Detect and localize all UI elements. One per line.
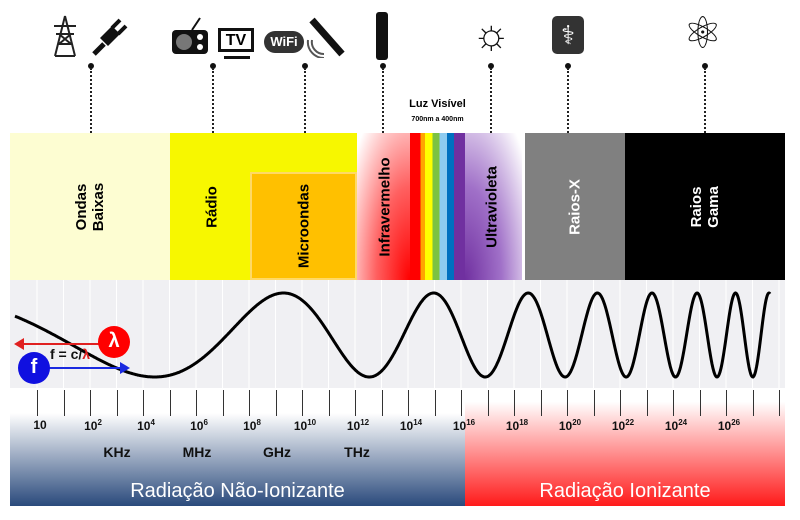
tick-label: 108 <box>243 418 261 433</box>
connector-dot <box>88 63 94 69</box>
tick-label: 1020 <box>558 418 582 433</box>
wave-svg <box>14 280 780 388</box>
unit-label: THz <box>344 444 370 460</box>
tick-label: 106 <box>190 418 208 433</box>
tick-mark <box>434 390 436 416</box>
tick-mark <box>779 390 780 416</box>
tick-mark <box>646 390 648 416</box>
non-ionizing-area <box>10 390 465 506</box>
tick-mark <box>567 390 568 416</box>
tick-label: 1010 <box>293 418 317 433</box>
plug-icon <box>90 14 128 67</box>
tick-label: 1018 <box>505 418 529 433</box>
tick-mark <box>143 390 144 416</box>
non-ionizing-label: Radiação Não-Ionizante <box>130 480 345 502</box>
tick-mark <box>461 390 462 416</box>
tick-mark <box>63 390 65 416</box>
atom-icon: ⚛ <box>683 9 723 58</box>
unit-label: GHz <box>263 444 291 460</box>
tick-mark <box>408 390 409 416</box>
tick-mark <box>699 390 701 416</box>
power-tower-icon <box>50 14 80 67</box>
tick-mark <box>355 390 356 416</box>
tick-mark <box>328 390 330 416</box>
tick-mark <box>487 390 489 416</box>
band-microondas: Microondas <box>250 172 357 280</box>
band-raios-gama: Raios Gama <box>625 133 785 280</box>
tick-mark <box>302 390 303 416</box>
tick-label: 1016 <box>452 418 476 433</box>
sun-icon: ☼ <box>472 10 511 57</box>
tick-mark <box>620 390 621 416</box>
tick-mark <box>514 390 515 416</box>
connector-dot <box>380 63 386 69</box>
tick-mark <box>381 390 383 416</box>
tick-mark <box>752 390 754 416</box>
unit-label: MHz <box>182 444 212 460</box>
tick-mark <box>249 390 250 416</box>
wavelength-arrowhead <box>14 338 24 350</box>
tick-mark <box>673 390 674 416</box>
ionizing-label: Radiação Ionizante <box>539 480 711 502</box>
connector-line <box>704 68 706 133</box>
wave-line <box>14 291 772 379</box>
tick-label: 1014 <box>399 418 423 433</box>
connector-line <box>490 68 492 133</box>
tick-mark <box>196 390 197 416</box>
tick-mark <box>726 390 727 416</box>
frequency-arrowhead <box>120 362 130 374</box>
formula-text: f = c/λ <box>50 346 91 362</box>
tick-label: 1022 <box>611 418 635 433</box>
connector-dot <box>210 63 216 69</box>
lambda-badge: λ <box>98 326 130 358</box>
tick-label: 104 <box>137 418 155 433</box>
luz-visivel-label: Luz Visível <box>409 98 466 110</box>
connector-line <box>90 68 92 133</box>
band-ondas-baixas: Ondas Baixas <box>10 133 170 280</box>
band-ultravioleta: Ultravioleta <box>465 133 522 280</box>
connector-dot <box>488 63 494 69</box>
frequency-badge: f <box>18 352 50 384</box>
tick-mark <box>222 390 224 416</box>
tick-mark <box>275 390 277 416</box>
tick-label: 102 <box>84 418 102 433</box>
connector-line <box>382 68 384 133</box>
tv-icon: TV <box>218 28 254 52</box>
connector-dot <box>565 63 571 69</box>
connector-dot <box>702 63 708 69</box>
frequency-arrow <box>40 367 122 369</box>
tick-label: 1026 <box>717 418 741 433</box>
unit-label: KHz <box>103 444 131 460</box>
tick-label: 1012 <box>346 418 370 433</box>
band-infravermelho: Infravermelho <box>357 133 410 280</box>
band-luz-visivel <box>410 133 465 280</box>
tick-mark <box>169 390 171 416</box>
tick-label: 10 <box>33 418 47 432</box>
tick-mark <box>116 390 118 416</box>
tv-stand <box>224 56 250 59</box>
connector-line <box>304 68 306 133</box>
connector-line <box>212 68 214 133</box>
satellite-icon <box>306 14 346 67</box>
tick-mark <box>593 390 595 416</box>
tick-mark <box>540 390 542 416</box>
remote-control-icon <box>376 12 388 60</box>
connector-line <box>567 68 569 133</box>
wifi-icon: WiFi <box>264 31 304 53</box>
xray-icon: ⚕ <box>552 16 584 54</box>
wavelength-arrow <box>18 343 118 345</box>
ionizing-area <box>465 390 785 506</box>
tick-mark <box>90 390 91 416</box>
tick-label: 1024 <box>664 418 688 433</box>
connector-dot <box>302 63 308 69</box>
tick-mark <box>37 390 38 416</box>
radio-icon <box>170 14 210 67</box>
luz-visivel-range: 700nm a 400nm <box>411 116 464 123</box>
band-raios-x: Raios-X <box>525 133 625 280</box>
